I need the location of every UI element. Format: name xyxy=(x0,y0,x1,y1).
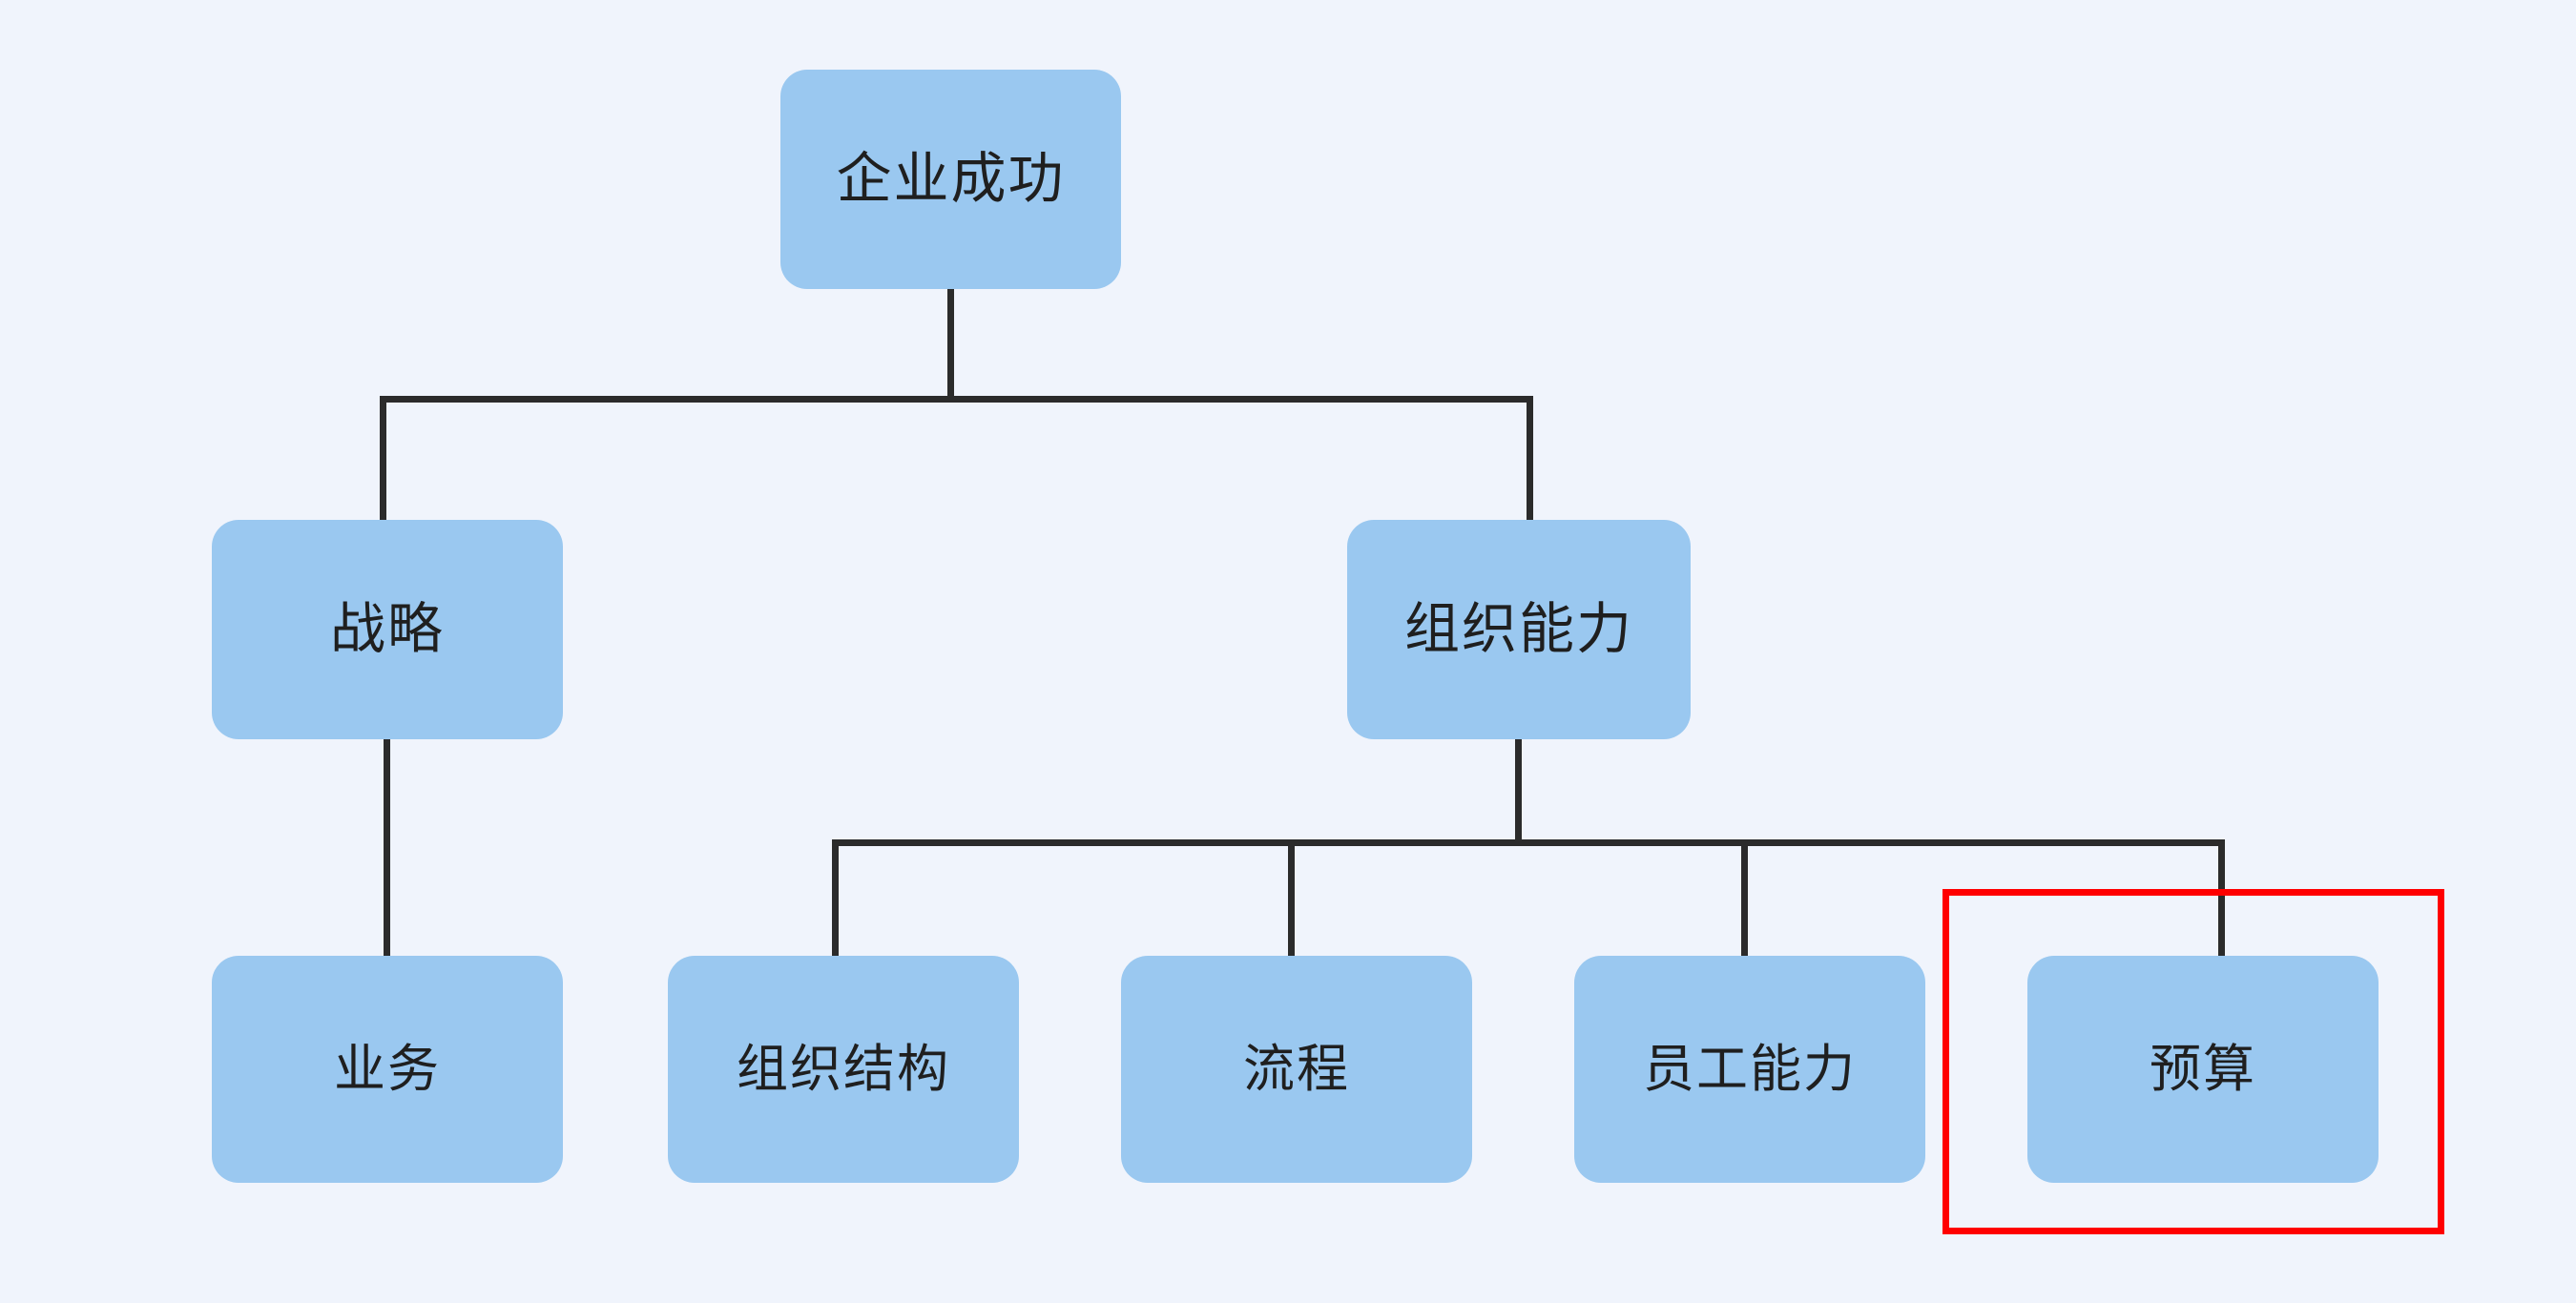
node-enterprise-success[interactable]: 企业成功 xyxy=(780,70,1121,289)
connector-strategy-to-business xyxy=(384,739,390,959)
node-label-org-capability: 组织能力 xyxy=(1403,598,1633,660)
node-budget[interactable]: 预算 xyxy=(2027,956,2379,1183)
highlight-rectangle-budget xyxy=(1942,889,2444,1234)
node-label-enterprise-success: 企业成功 xyxy=(836,148,1066,210)
connector-root-stem xyxy=(947,289,954,402)
node-label-process: 流程 xyxy=(1243,1041,1350,1098)
node-org-structure[interactable]: 组织结构 xyxy=(668,956,1019,1183)
connector-org-capability-stem xyxy=(1515,739,1522,846)
connector-level3-bus xyxy=(832,839,2225,846)
connector-root-to-strategy xyxy=(380,396,386,522)
connector-to-employee-capability xyxy=(1741,839,1748,962)
node-label-budget: 预算 xyxy=(2150,1041,2256,1098)
connector-root-to-org-capability xyxy=(1527,396,1533,522)
node-employee-capability[interactable]: 员工能力 xyxy=(1574,956,1925,1183)
connector-to-process xyxy=(1288,839,1295,962)
node-strategy[interactable]: 战略 xyxy=(212,520,563,739)
node-org-capability[interactable]: 组织能力 xyxy=(1347,520,1691,739)
node-label-strategy: 战略 xyxy=(329,598,445,660)
connector-level2-bus xyxy=(380,396,1533,403)
node-label-org-structure: 组织结构 xyxy=(737,1041,950,1098)
node-label-business: 业务 xyxy=(334,1041,441,1098)
node-business[interactable]: 业务 xyxy=(212,956,563,1183)
connector-to-org-structure xyxy=(832,839,839,962)
node-label-employee-capability: 员工能力 xyxy=(1643,1041,1857,1098)
connector-to-budget xyxy=(2218,839,2225,962)
node-process[interactable]: 流程 xyxy=(1121,956,1472,1183)
